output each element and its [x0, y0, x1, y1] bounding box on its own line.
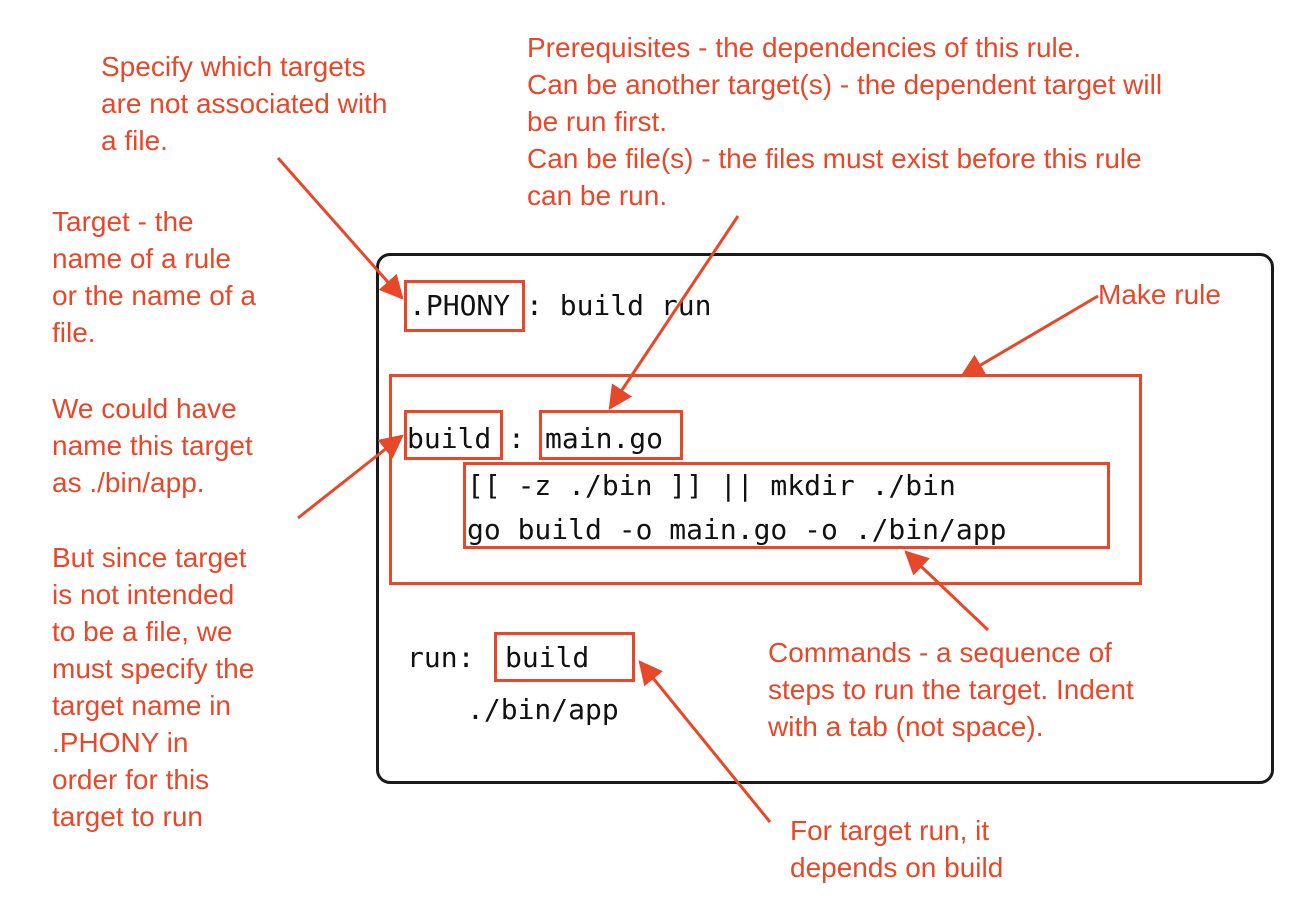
- build-prerequisite-text: main.go: [545, 422, 664, 455]
- target-annotation: Target - the name of a rule or the name …: [52, 206, 256, 348]
- build-target-box: [404, 410, 503, 460]
- run-prerequisite-text: build: [505, 641, 590, 674]
- prerequisite-arrow: [608, 215, 740, 410]
- commands-box: [463, 462, 1110, 549]
- command-line-2: go build -o main.go -o ./bin/app: [467, 513, 1007, 546]
- run-prerequisite-box: [494, 632, 635, 682]
- phony-annotation: Specify which targets are not associated…: [101, 51, 388, 156]
- build-target-text: build: [407, 422, 492, 455]
- run-dependency-arrow: [638, 660, 772, 823]
- phony-arrow: [276, 157, 404, 300]
- make-rule-arrow: [959, 294, 1099, 378]
- phony-reason-annotation: But since target is not intended to be a…: [52, 542, 255, 832]
- make-rule-annotation: Make rule: [1098, 279, 1221, 310]
- makefile-frame: [376, 253, 1274, 784]
- build-target-arrow: [297, 434, 404, 520]
- run-dependency-annotation: For target run, it depends on build: [790, 815, 1004, 883]
- prerequisites-annotation: Prerequisites - the dependencies of this…: [527, 32, 1163, 211]
- commands-arrow: [904, 550, 990, 632]
- make-rule-box: [389, 374, 1142, 585]
- build-colon: :: [508, 422, 525, 455]
- command-line-1: [[ -z ./bin ]] || mkdir ./bin: [467, 469, 956, 502]
- phony-target-text: .PHONY: [409, 289, 511, 322]
- build-prerequisite-box: [539, 410, 683, 460]
- commands-annotation: Commands - a sequence of steps to run th…: [768, 637, 1134, 742]
- phony-highlight-box: [404, 280, 525, 332]
- alternate-name-annotation: We could have name this target as ./bin/…: [52, 393, 253, 498]
- run-command-line: ./bin/app: [467, 693, 619, 726]
- run-target-text: run:: [407, 641, 475, 674]
